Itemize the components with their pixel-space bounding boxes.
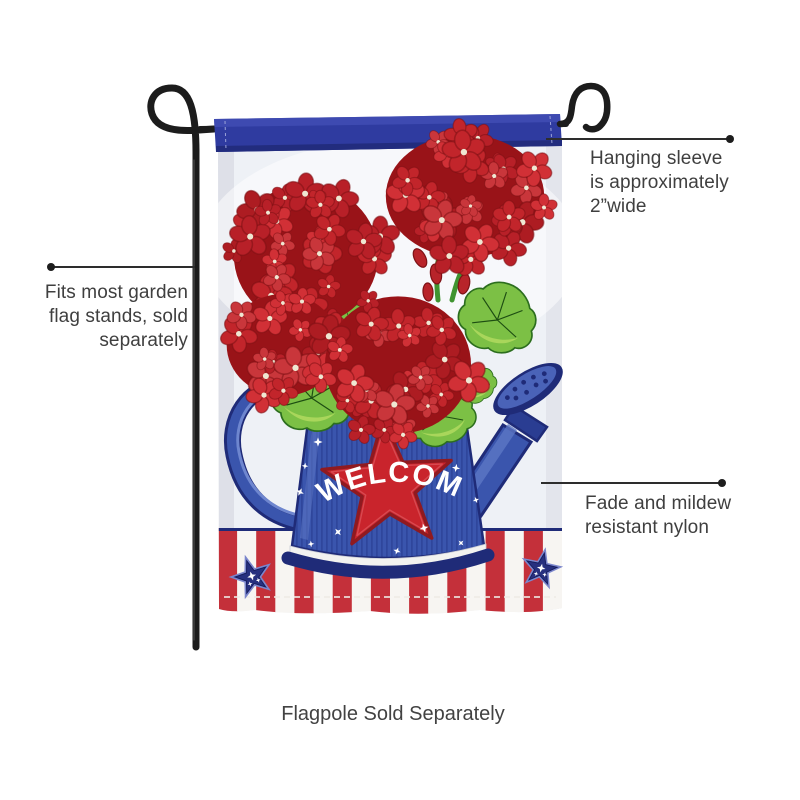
annotation-line: separately [99, 330, 188, 351]
annotation-line: flag stands, sold [48, 306, 188, 327]
annotation-hanging-sleeve: Hanging sleeve is approximately 2”wide [590, 147, 729, 219]
flower-cluster-top-right [378, 110, 563, 285]
pole-loop [147, 84, 218, 156]
pole-hook [556, 82, 611, 133]
annotation-line: 2”wide [590, 196, 647, 217]
annotation-line: Fits most garden [44, 282, 188, 303]
can-base [281, 548, 495, 579]
annotation-line: is approximately [590, 172, 729, 193]
callout-line-sleeve [546, 138, 727, 140]
annotation-line: resistant nylon [585, 517, 710, 538]
callout-dot-fabric [718, 479, 726, 487]
annotation-line: Fade and mildew [585, 493, 732, 514]
stripe-stars [228, 547, 564, 600]
callout-line-stand [53, 266, 195, 268]
caption-flagpole-sold-separately: Flagpole Sold Separately [281, 703, 505, 725]
annotation-fabric: Fade and mildew resistant nylon [585, 492, 731, 540]
geranium-clusters [210, 110, 563, 456]
stripe-star [521, 547, 564, 590]
callout-dot-stand [47, 263, 55, 271]
annotation-flag-stand: Fits most garden flag stands, sold separ… [45, 281, 188, 353]
flower-cluster-center [297, 283, 501, 456]
callout-dot-sleeve [726, 135, 734, 143]
flower-cluster-left [217, 170, 403, 351]
annotation-line: Hanging sleeve [590, 148, 723, 169]
callout-line-fabric [541, 482, 721, 484]
stripe-star [228, 554, 271, 600]
